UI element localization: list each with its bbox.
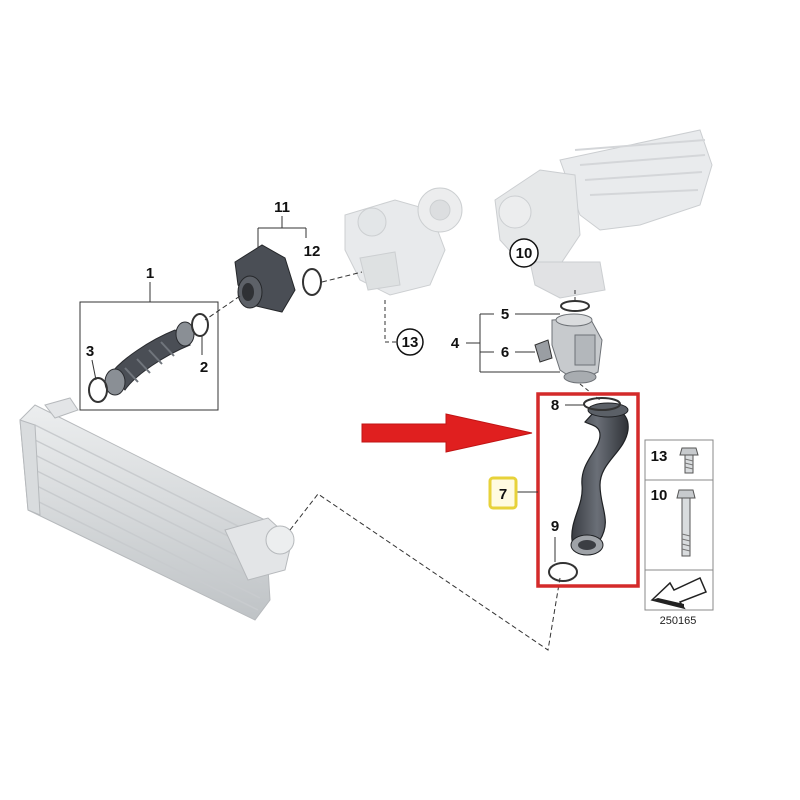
o-ring-part-5 — [560, 300, 590, 312]
callout-4: 4 — [451, 335, 460, 352]
red-arrow-icon — [361, 413, 533, 453]
callout-13-circle — [396, 328, 424, 356]
bolt-13-icon — [679, 447, 699, 474]
callout-7-highlight — [488, 476, 518, 510]
highlight-box-part-7 — [536, 392, 640, 588]
bolt-10-icon — [676, 489, 696, 557]
callout-7: 7 — [499, 486, 507, 503]
callout-10: 10 — [516, 245, 533, 262]
o-ring-part-2 — [191, 313, 209, 355]
callout-10-circle — [509, 238, 539, 268]
o-ring-part-9 — [548, 562, 578, 582]
turbocharger-background — [344, 187, 463, 296]
callout-5: 5 — [501, 306, 509, 323]
callout-13: 13 — [402, 334, 419, 351]
connection-line-adapter-to-hose — [204, 295, 241, 321]
legend-label-13: 13 — [651, 448, 668, 465]
callout-1: 1 — [146, 265, 154, 282]
legend-label-10: 10 — [651, 487, 668, 504]
o-ring-part-12 — [302, 268, 322, 296]
intercooler-radiator — [19, 397, 295, 621]
o-ring-part-3 — [88, 359, 108, 403]
callout-9: 9 — [551, 518, 559, 535]
drawing-number: 250165 — [660, 615, 697, 627]
group-11-bracket — [257, 216, 307, 248]
group-4-bracket — [466, 313, 560, 373]
group-1-bracket — [79, 282, 219, 411]
intake-manifold-background — [494, 129, 713, 299]
directional-arrow-icon — [650, 576, 707, 610]
callout-8: 8 — [551, 397, 559, 414]
sensor-part-6 — [534, 339, 553, 363]
leader-line-13 — [384, 300, 398, 343]
connection-line-adapter-to-turbo — [321, 271, 363, 283]
charge-air-housing-part-4 — [551, 313, 603, 384]
callout-6: 6 — [501, 344, 509, 361]
charge-air-hose-part-7 — [570, 402, 629, 556]
callout-11: 11 — [274, 199, 290, 216]
charge-air-hose-part-1 — [104, 321, 195, 396]
charge-air-adapter-part-11 — [234, 244, 296, 313]
connection-line-intercooler-to-hose — [289, 493, 561, 651]
callout-12: 12 — [304, 243, 321, 260]
callout-2: 2 — [200, 359, 208, 376]
callout-3: 3 — [86, 343, 94, 360]
o-ring-part-8 — [583, 397, 621, 411]
